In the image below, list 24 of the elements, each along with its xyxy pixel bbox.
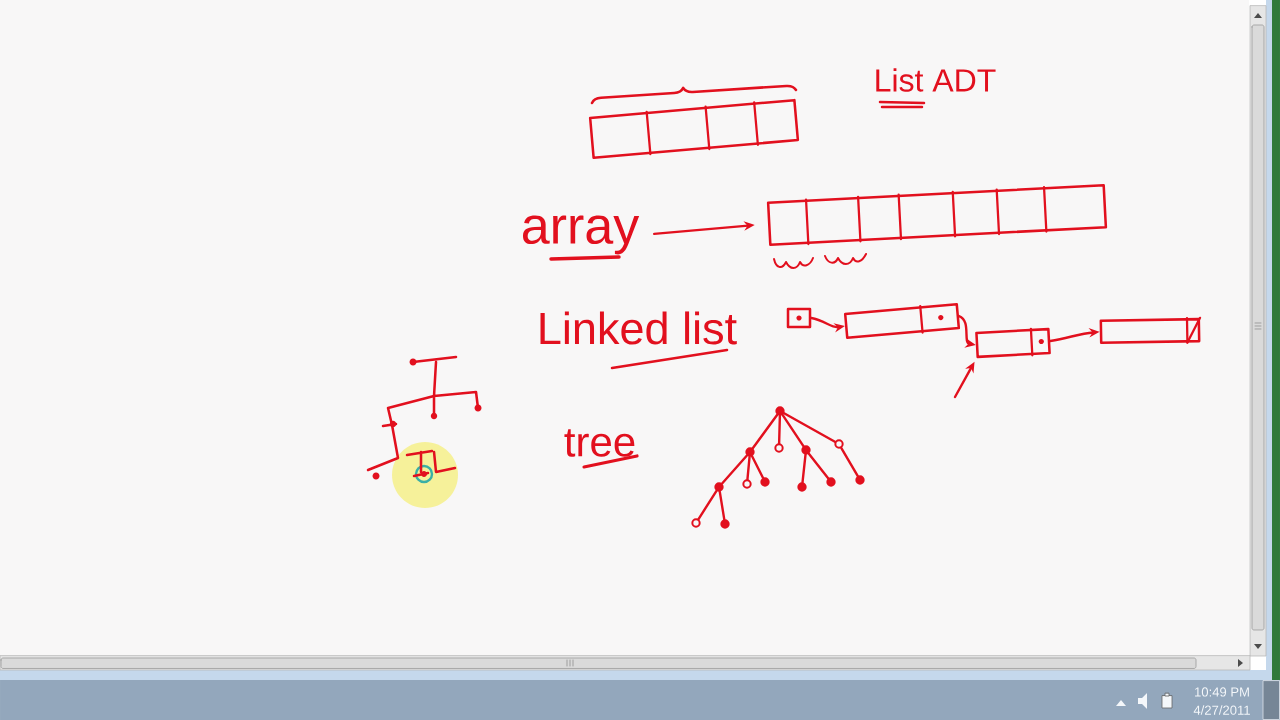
pointer-box: [786, 307, 812, 329]
connector-line: [777, 414, 782, 445]
connector-line: [782, 412, 837, 443]
handwritten-label: List ADT: [876, 68, 996, 92]
connector-line: [801, 453, 807, 484]
handwritten-label: tree: [564, 429, 635, 457]
connector-line: [718, 490, 726, 521]
connector-line: [697, 489, 718, 521]
clock-text: 10:49 PM: [1195, 687, 1249, 697]
handwritten-label: Linked list: [540, 311, 737, 345]
handwritten-label: array: [523, 215, 640, 255]
connector-line: [750, 454, 765, 479]
clock-text: 4/27/2011: [1193, 705, 1250, 715]
list-node-box: [843, 302, 961, 340]
connector-line: [840, 446, 859, 478]
connector-line: [781, 413, 805, 448]
array-box: [588, 98, 800, 160]
connector-line: [807, 452, 830, 480]
list-node-box: [1099, 316, 1202, 345]
list-node-box: [975, 327, 1051, 359]
array-box: [766, 183, 1108, 247]
connector-line: [746, 455, 751, 481]
connector-line: [751, 413, 779, 450]
connector-line: [720, 454, 749, 485]
